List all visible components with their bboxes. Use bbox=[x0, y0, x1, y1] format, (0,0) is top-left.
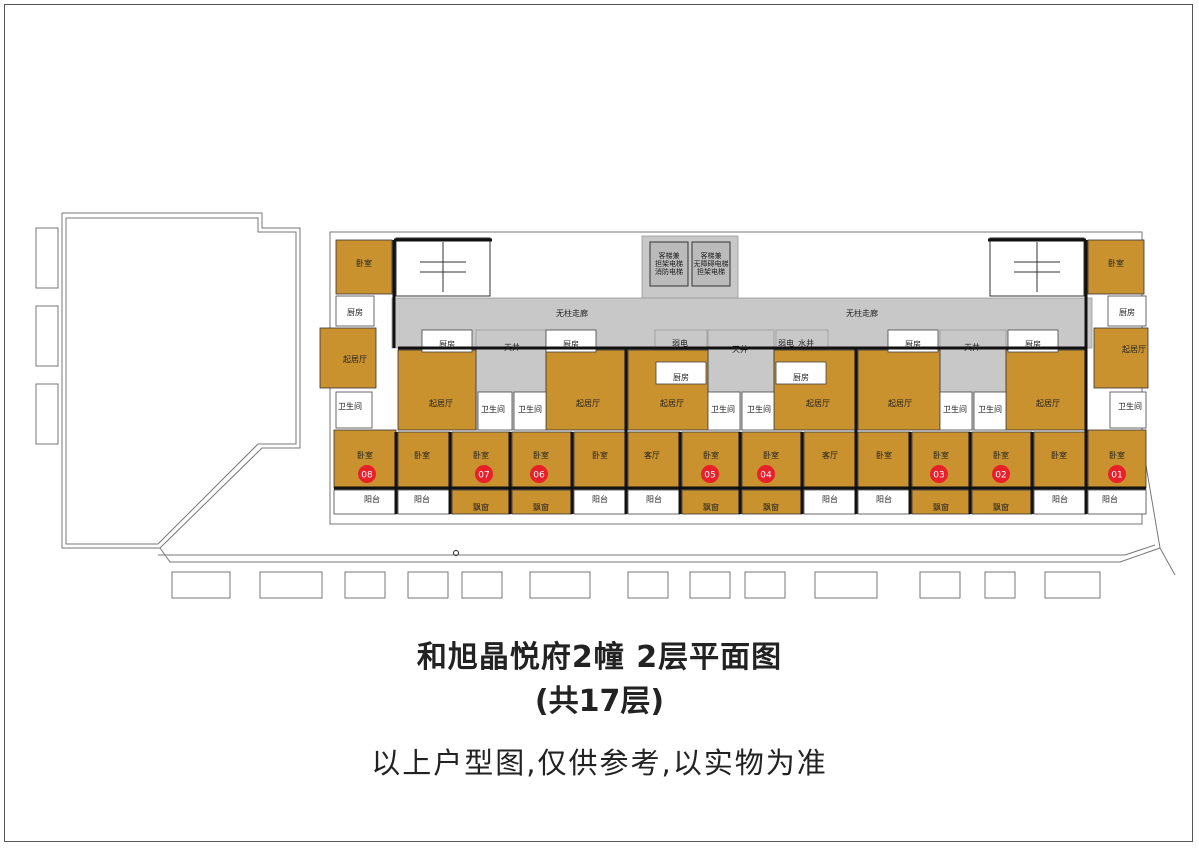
unit-badges: 08 07 06 05 04 03 02 01 bbox=[358, 465, 1126, 483]
elevator-b-line3: 担架电梯 bbox=[697, 267, 725, 276]
elevator-a-line3: 消防电梯 bbox=[655, 267, 683, 276]
baywindow-label: 飘窗 bbox=[993, 502, 1009, 512]
page-frame bbox=[4, 4, 1193, 842]
balcony-label: 阳台 bbox=[592, 494, 608, 504]
unit-number: 06 bbox=[533, 471, 545, 481]
bath-label: 卫生间 bbox=[481, 404, 505, 414]
living-label: 起居厅 bbox=[660, 399, 684, 408]
bedroom-label: 卧室 bbox=[414, 450, 430, 460]
bedroom-label: 卧室 bbox=[1051, 450, 1067, 460]
kitchen-label: 厨房 bbox=[1119, 307, 1135, 317]
bottom-piers bbox=[171, 571, 1101, 599]
bedroom-label: 卧室 bbox=[592, 450, 608, 460]
kitchen-label: 厨房 bbox=[793, 372, 809, 382]
elevator-a-line1: 客梯兼 bbox=[659, 251, 680, 260]
hall-label: 客厅 bbox=[644, 450, 660, 460]
unit-number: 08 bbox=[361, 471, 373, 481]
baywindow-label: 飘窗 bbox=[473, 502, 489, 512]
baywindow-label: 飘窗 bbox=[533, 502, 549, 512]
left-piers bbox=[35, 227, 59, 445]
weak-current-left: 弱电 bbox=[672, 338, 688, 348]
lightwell-label-right: 天井 bbox=[964, 342, 980, 352]
balcony-label: 阳台 bbox=[414, 494, 430, 504]
kitchen-label: 厨房 bbox=[673, 372, 689, 382]
elevator-b-line2: 无障碍电梯 bbox=[694, 259, 729, 268]
bedroom-label: 卧室 bbox=[357, 450, 373, 460]
kitchen-label: 厨房 bbox=[1025, 339, 1041, 349]
bedroom-label: 卧室 bbox=[703, 450, 719, 460]
lightwell-label-left: 天井 bbox=[504, 342, 520, 352]
unit-number: 01 bbox=[1111, 471, 1122, 481]
elevator-a-line2: 担架电梯 bbox=[655, 259, 683, 268]
living-label: 起居厅 bbox=[1122, 345, 1146, 354]
unit-number: 02 bbox=[995, 471, 1006, 481]
balcony-label: 阳台 bbox=[822, 494, 838, 504]
bath-label: 卫生间 bbox=[518, 404, 542, 414]
unit-number: 04 bbox=[760, 471, 772, 481]
bath-label: 卫生间 bbox=[978, 404, 1002, 414]
bath-label: 卫生间 bbox=[1118, 401, 1142, 411]
balcony-label: 阳台 bbox=[646, 494, 662, 504]
unit-badge-circle bbox=[930, 465, 948, 483]
living-label: 起居厅 bbox=[1036, 399, 1060, 408]
bedroom-label: 卧室 bbox=[993, 450, 1009, 460]
unit-number: 05 bbox=[704, 471, 715, 481]
baywindow-label: 飘窗 bbox=[933, 502, 949, 512]
plan-title: 和旭晶悦府2幢 2层平面图 bbox=[416, 640, 783, 675]
terrace-outline bbox=[61, 212, 1176, 576]
baywindow-label: 飘窗 bbox=[763, 502, 779, 512]
bath-label: 卫生间 bbox=[747, 404, 771, 414]
unit-badge-circle bbox=[475, 465, 493, 483]
plan-subtitle: (共17层) bbox=[534, 684, 665, 719]
disclaimer-note: 以上户型图,仅供参考,以实物为准 bbox=[371, 746, 828, 780]
kitchen-label: 厨房 bbox=[563, 339, 579, 349]
unit-badge-circle bbox=[530, 465, 548, 483]
bedroom-label: 卧室 bbox=[1109, 450, 1125, 460]
balcony-label: 阳台 bbox=[876, 494, 892, 504]
bedroom-label: 卧室 bbox=[356, 258, 372, 268]
marker-dot bbox=[453, 550, 459, 556]
unit-badge-circle bbox=[701, 465, 719, 483]
baywindow-label: 飘窗 bbox=[703, 502, 719, 512]
elevator-b-line1: 客梯兼 bbox=[701, 251, 722, 260]
weak-current-right: 弱电 bbox=[778, 338, 794, 348]
living-label: 起居厅 bbox=[576, 399, 600, 408]
hall-label: 客厅 bbox=[822, 450, 838, 460]
balcony-label: 阳台 bbox=[1102, 494, 1118, 504]
living-label: 起居厅 bbox=[888, 399, 912, 408]
kitchen-label: 厨房 bbox=[439, 339, 455, 349]
unit-number: 07 bbox=[478, 471, 489, 481]
stair-left bbox=[395, 237, 491, 297]
bath-label: 卫生间 bbox=[338, 401, 362, 411]
corridor-label-left: 无柱走廊 bbox=[556, 308, 588, 318]
floor-plan: 无柱走廊 无柱走廊 天井 天井 天井 弱电 弱电 水井 客梯兼 担架电梯 消防电… bbox=[35, 212, 1176, 599]
bath-label: 卫生间 bbox=[711, 404, 735, 414]
bedroom-label: 卧室 bbox=[533, 450, 549, 460]
living-label: 起居厅 bbox=[343, 355, 367, 364]
kitchen-label: 厨房 bbox=[347, 307, 363, 317]
balcony-label: 阳台 bbox=[1052, 494, 1068, 504]
walls bbox=[334, 238, 1146, 514]
unit-badge-circle bbox=[1108, 465, 1126, 483]
unit-badge-circle bbox=[992, 465, 1010, 483]
kitchen-label: 厨房 bbox=[905, 339, 921, 349]
unit-badge-circle bbox=[757, 465, 775, 483]
stair-right bbox=[989, 237, 1085, 297]
unit-number: 03 bbox=[933, 471, 944, 481]
water-well: 水井 bbox=[798, 338, 814, 348]
corridor-label-right: 无柱走廊 bbox=[846, 308, 878, 318]
lightwell-label-mid: 天井 bbox=[732, 344, 748, 354]
balcony-label: 阳台 bbox=[364, 494, 380, 504]
living-label: 起居厅 bbox=[429, 399, 453, 408]
bedroom-label: 卧室 bbox=[763, 450, 779, 460]
unit-badge-circle bbox=[358, 465, 376, 483]
elevator-core bbox=[649, 241, 731, 287]
bedroom-label: 卧室 bbox=[933, 450, 949, 460]
bath-label: 卫生间 bbox=[943, 404, 967, 414]
bedroom-label: 卧室 bbox=[876, 450, 892, 460]
bedroom-label: 卧室 bbox=[1108, 258, 1124, 268]
bedroom-label: 卧室 bbox=[473, 450, 489, 460]
living-label: 起居厅 bbox=[806, 399, 830, 408]
